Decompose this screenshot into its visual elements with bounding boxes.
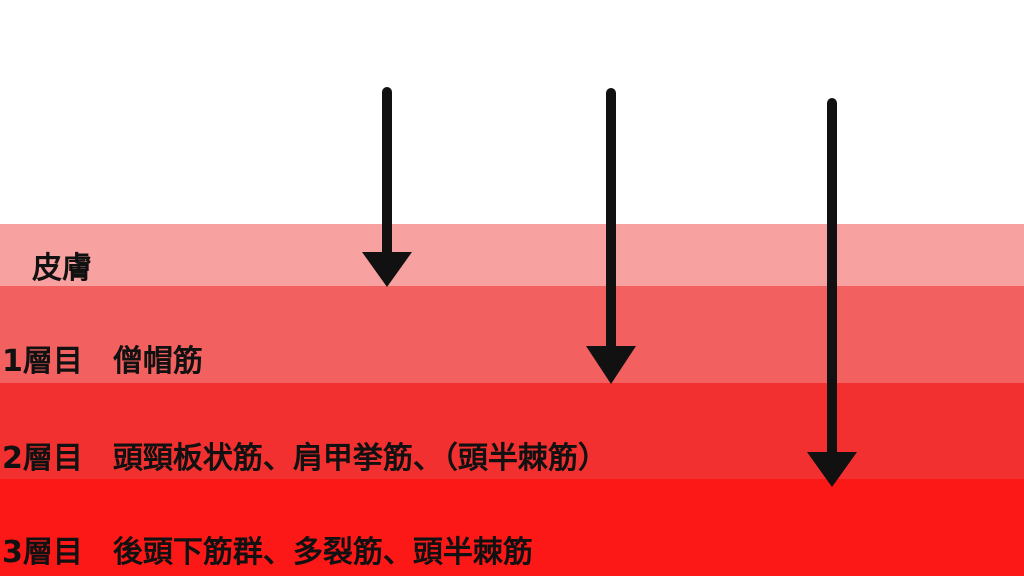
layer-1-label: 1層目 僧帽筋 [2,344,203,379]
skin-layer [0,224,1024,286]
layer-2-label: 2層目 頭頸板状筋、肩甲挙筋、（頭半棘筋） [2,441,608,476]
layer-1-band [0,286,1024,383]
layer-3-label: 3層目 後頭下筋群、多裂筋、頭半棘筋 [2,535,533,570]
layer-3-band [0,479,1024,576]
skin-label: 皮膚 [32,251,92,286]
